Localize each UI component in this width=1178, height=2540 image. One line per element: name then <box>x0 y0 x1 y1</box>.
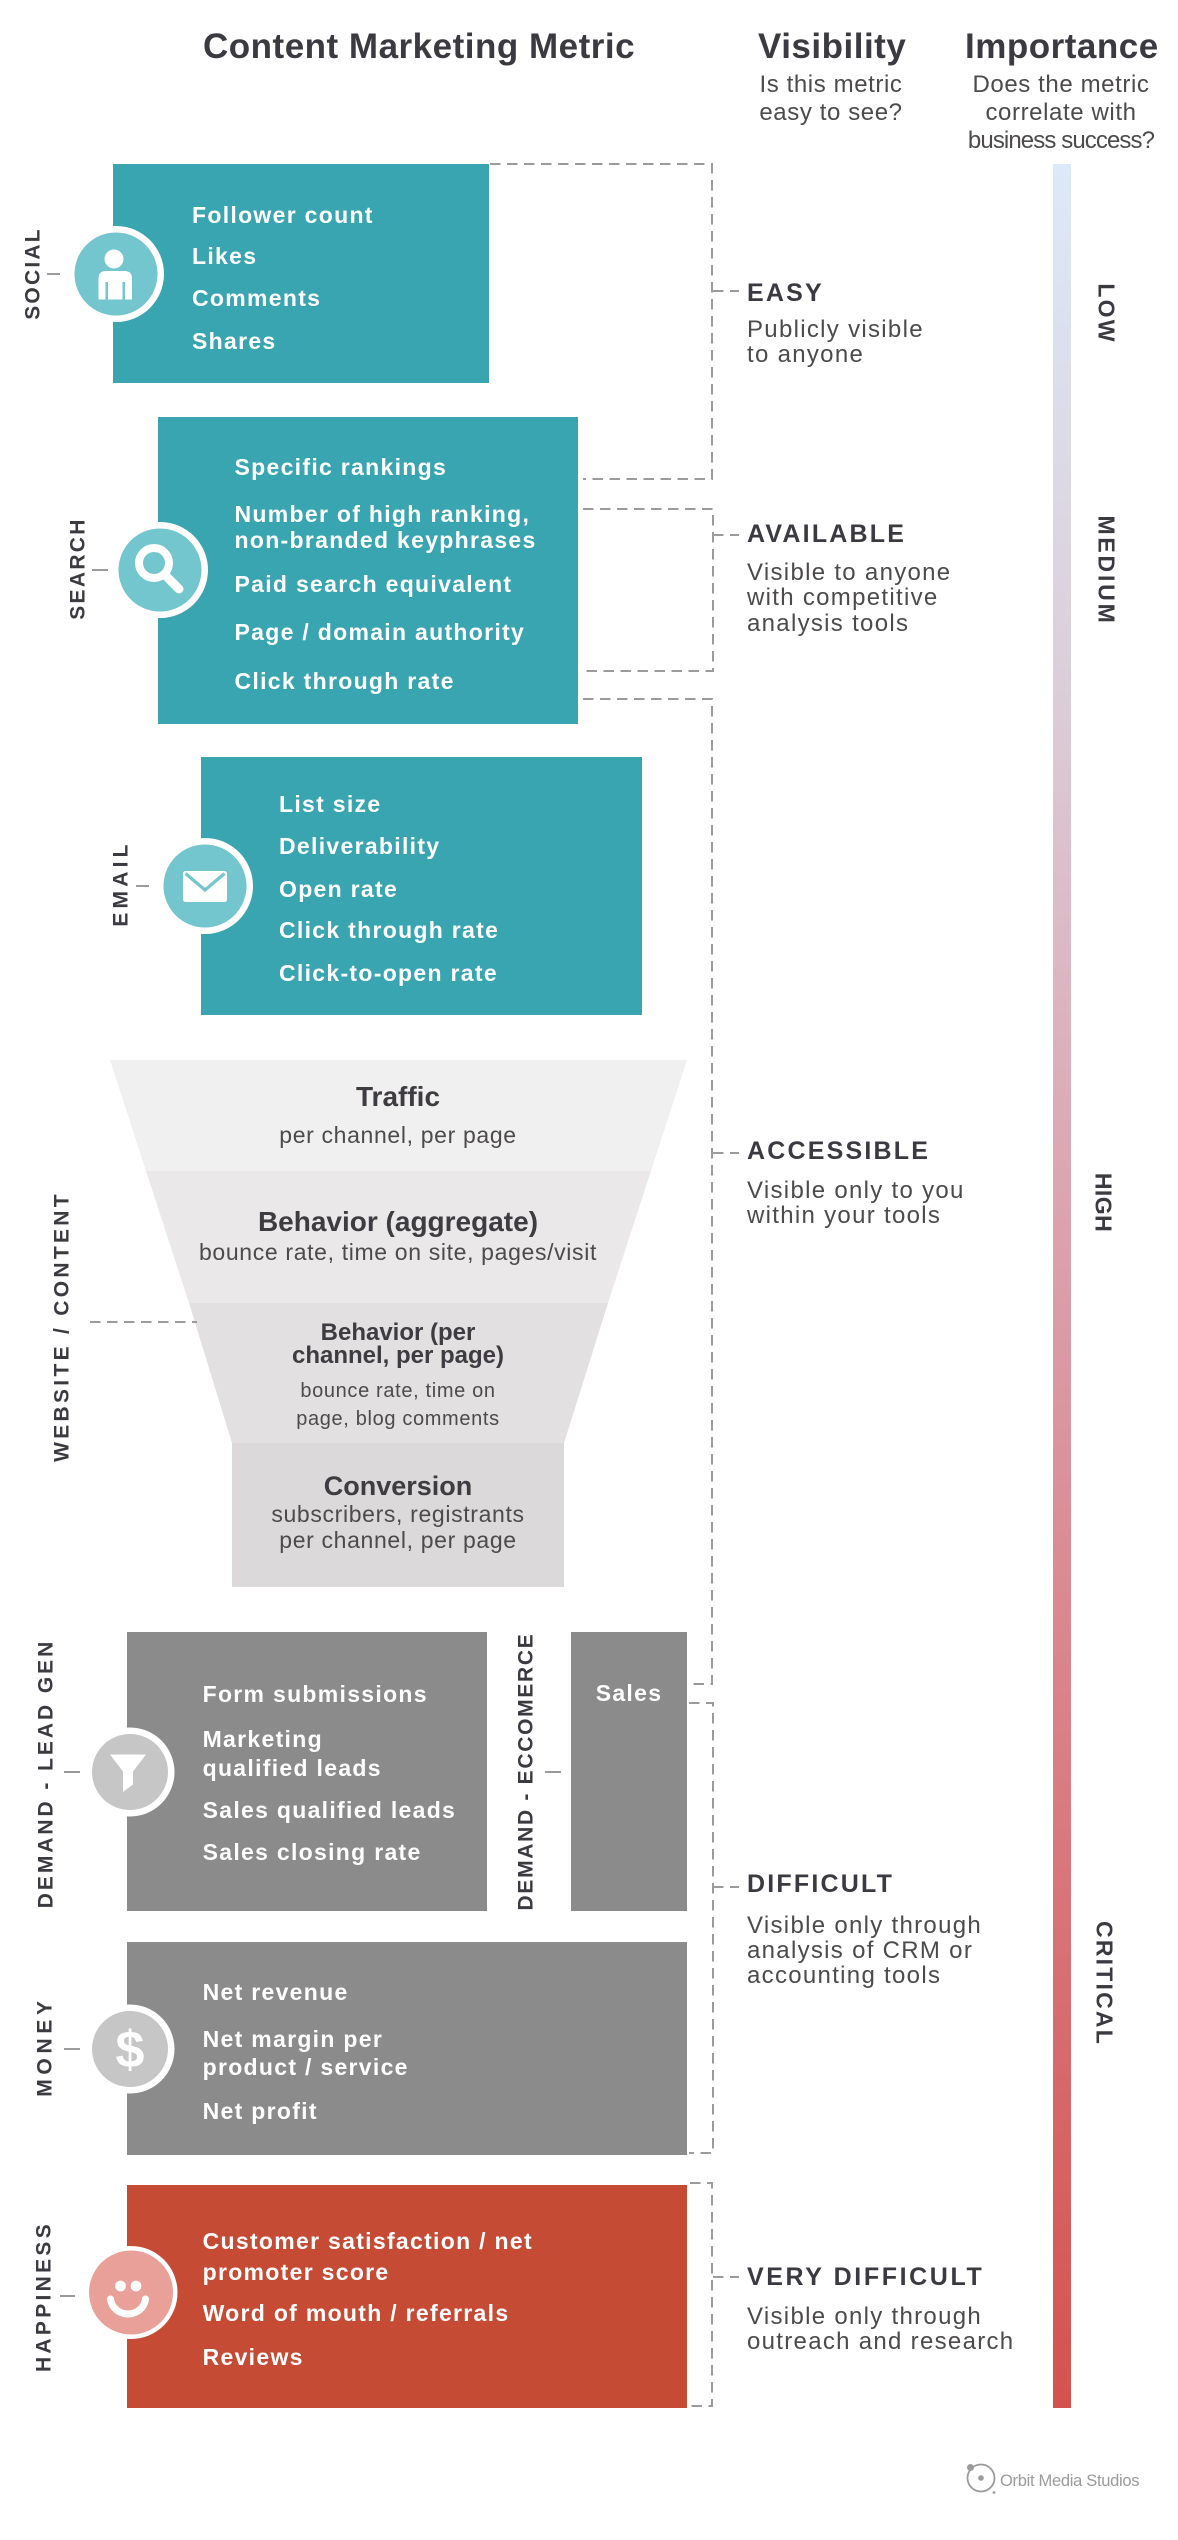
svg-text:Orbit Media Studios: Orbit Media Studios <box>1000 2472 1139 2490</box>
svg-text:$: $ <box>116 2021 145 2079</box>
